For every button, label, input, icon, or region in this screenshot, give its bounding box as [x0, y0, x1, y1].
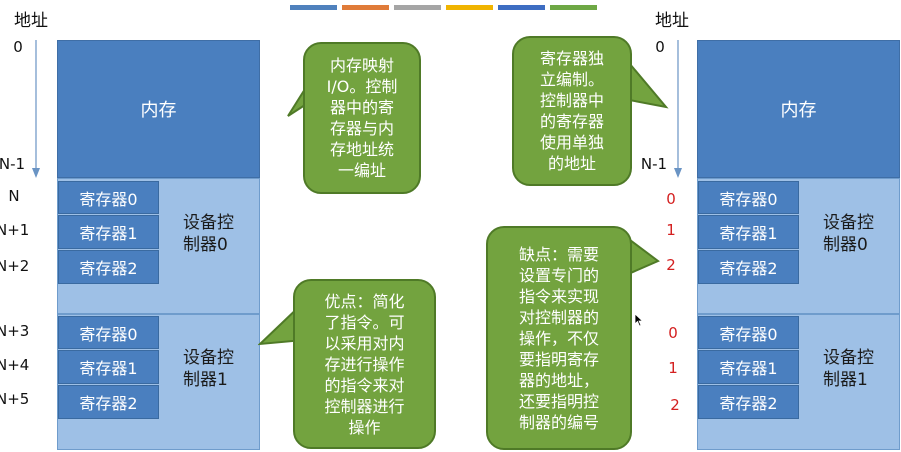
right-address-title: 地址 — [655, 11, 689, 31]
advantage-bubble: 优点：简化 了指令。可 以采用对内 存进行操作 的指令来对 控制器进行 操作 — [293, 279, 436, 449]
legend-swatch — [446, 5, 493, 10]
bubble-line: 操作 — [348, 417, 381, 437]
bubble-line: 立编制。 — [539, 70, 604, 89]
right-ctrl0-index-2: 2 — [666, 256, 676, 274]
left-controller-1-label: 设备控 制器1 — [183, 347, 234, 391]
left-ctrl1-register-1: 寄存器1 — [58, 350, 159, 384]
left-address-n+4: N+4 — [0, 356, 30, 374]
bubble-line: 存进行操作 — [324, 354, 405, 374]
left-controller-0-label: 设备控 制器0 — [183, 212, 234, 256]
mouse-cursor-icon — [634, 313, 644, 327]
bubble-line: 器的地址， — [518, 370, 599, 390]
bubble-line: 制器的编号 — [518, 412, 599, 432]
label-line: 制器1 — [183, 370, 228, 390]
bubble-line: I/O。控制 — [326, 77, 398, 96]
right-ctrl1-register-0: 寄存器0 — [698, 316, 799, 349]
left-address-n+3: N+3 — [0, 322, 30, 340]
memory-mapped-io-bubble: 内存映射 I/O。控制 器中的寄 存器与内 存地址统 一编址 — [303, 42, 421, 194]
bubble-line: 的寄存器 — [539, 112, 604, 131]
legend-swatch — [394, 5, 441, 10]
bubble-line: 对控制器的 — [518, 307, 599, 327]
right-controller-0-label: 设备控 制器0 — [823, 212, 874, 256]
right-ctrl1-index-1: 1 — [668, 359, 678, 377]
left-address-0: 0 — [13, 38, 23, 56]
left-memory-block: 内存 — [57, 40, 260, 178]
left-ctrl0-register-1: 寄存器1 — [58, 215, 159, 249]
bubble-line: 缺点：需要 — [518, 244, 599, 264]
left-ctrl0-register-0: 寄存器0 — [58, 181, 159, 214]
legend-swatch — [498, 5, 545, 10]
bubble-line: 存地址统 — [329, 140, 394, 159]
left-ctrl0-register-2: 寄存器2 — [58, 250, 159, 284]
label-line: 制器0 — [183, 235, 228, 255]
left-address-n+5: N+5 — [0, 390, 30, 408]
left-address-title: 地址 — [14, 11, 48, 31]
bubble-line: 寄存器独 — [539, 49, 604, 68]
left-ctrl1-register-0: 寄存器0 — [58, 316, 159, 349]
bubble-line: 器中的寄 — [329, 98, 394, 117]
legend-swatch — [550, 5, 597, 10]
left-address-n: N — [8, 187, 20, 205]
bubble-line: 一编址 — [337, 161, 386, 180]
bubble-line: 设置专门的 — [518, 265, 599, 285]
bubble-line: 存器与内 — [329, 119, 394, 138]
bubble-line: 内存映射 — [329, 56, 394, 75]
right-ctrl0-register-1: 寄存器1 — [698, 215, 799, 249]
right-controller-1-label: 设备控 制器1 — [823, 347, 874, 391]
disadvantage-bubble: 缺点：需要 设置专门的 指令来实现 对控制器的 操作，不仅 要指明寄存 器的地址… — [486, 226, 632, 450]
right-ctrl1-index-0: 0 — [668, 324, 678, 342]
legend-swatch — [342, 5, 389, 10]
legend-swatch — [290, 5, 337, 10]
right-address-n-1: N-1 — [640, 155, 668, 173]
bubble-line: 优点：简化 — [324, 291, 405, 311]
bubble-line: 以采用对内 — [324, 333, 405, 353]
label-line: 设备控 — [823, 348, 874, 368]
bubble-line: 使用单独 — [539, 133, 604, 152]
left-memory-label: 内存 — [140, 100, 177, 121]
independent-addressing-bubble: 寄存器独 立编制。 控制器中 的寄存器 使用单独 的地址 — [512, 36, 632, 186]
right-ctrl0-index-1: 1 — [666, 221, 676, 239]
label-line: 设备控 — [823, 213, 874, 233]
bubble-line: 操作，不仅 — [518, 328, 599, 348]
bubble-line: 的地址 — [547, 154, 596, 173]
right-memory-block: 内存 — [697, 40, 900, 178]
left-address-n+2: N+2 — [0, 257, 30, 275]
bubble-line: 了指令。可 — [324, 312, 405, 332]
label-line: 制器1 — [823, 370, 868, 390]
left-ctrl1-register-2: 寄存器2 — [58, 385, 159, 419]
label-line: 设备控 — [183, 213, 234, 233]
right-ctrl0-register-2: 寄存器2 — [698, 250, 799, 284]
right-address-arrow — [674, 40, 682, 178]
bubble-line: 指令来实现 — [518, 286, 599, 306]
right-memory-label: 内存 — [780, 100, 817, 121]
bubble-line: 控制器中 — [539, 91, 604, 110]
bubble-line: 控制器进行 — [324, 396, 405, 416]
left-address-n-1: N-1 — [0, 155, 26, 173]
right-ctrl1-index-2: 2 — [670, 396, 680, 414]
bubble-line: 要指明寄存 — [518, 349, 599, 369]
label-line: 制器0 — [823, 235, 868, 255]
right-ctrl0-index-0: 0 — [666, 190, 676, 208]
right-ctrl0-register-0: 寄存器0 — [698, 181, 799, 214]
right-ctrl1-register-1: 寄存器1 — [698, 350, 799, 384]
right-address-0: 0 — [655, 38, 665, 56]
left-address-arrow — [32, 40, 40, 178]
right-ctrl1-register-2: 寄存器2 — [698, 385, 799, 419]
bubble-line: 的指令来对 — [324, 375, 405, 395]
bubble-line: 还要指明控 — [518, 391, 599, 411]
label-line: 设备控 — [183, 348, 234, 368]
left-address-n+1: N+1 — [0, 221, 30, 239]
